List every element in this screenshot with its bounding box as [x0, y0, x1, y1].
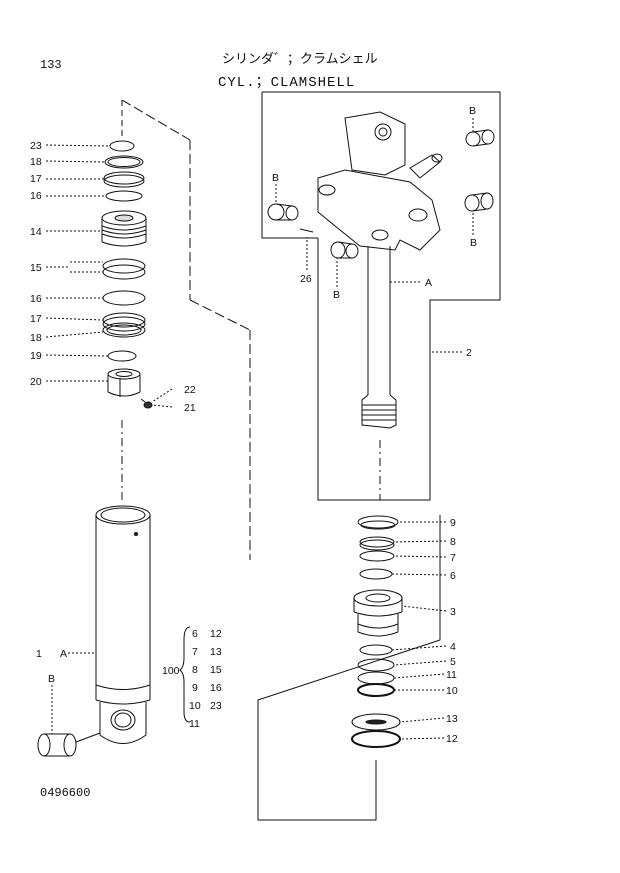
title-english: CYL.；CLAMSHELL — [218, 75, 356, 91]
bushing-b-mid-right — [464, 192, 494, 212]
kit-row-4-a: 9 — [192, 682, 198, 694]
callout-3: 3 — [450, 606, 456, 618]
part-10-oring — [357, 683, 395, 697]
part-3-gland — [353, 589, 403, 637]
kit-row-1-b: 12 — [210, 628, 222, 640]
callout-labels: 23 18 17 16 14 15 16 17 18 19 20 22 21 1… — [30, 105, 477, 745]
leader-lines — [45, 118, 474, 740]
left-frame-lines — [121, 99, 251, 560]
kit-row-2-a: 7 — [192, 646, 198, 658]
part-19-washer — [107, 350, 137, 362]
part-16-ring-lower — [102, 290, 146, 306]
bushing-b-top-right — [465, 129, 495, 147]
callout-23: 23 — [30, 140, 42, 152]
kit-row-2-b: 13 — [210, 646, 222, 658]
callout-b-mid-right: B — [470, 237, 477, 249]
part-12-oring — [351, 730, 401, 748]
page-number: 133 — [40, 58, 62, 72]
kit-label: 100 — [162, 665, 180, 677]
kit-row-1-a: 6 — [192, 628, 198, 640]
callout-9: 9 — [450, 517, 456, 529]
callout-22: 22 — [184, 384, 196, 396]
title-japanese: シリンダ゛；クラムシェル — [222, 52, 378, 67]
callout-17: 17 — [30, 173, 42, 185]
callout-18-lower: 18 — [30, 332, 42, 344]
part-21-set-screw — [140, 398, 153, 409]
callout-b-left: B — [48, 673, 55, 685]
drawing-code: 0496600 — [40, 786, 91, 800]
kit-row-3-b: 15 — [210, 664, 222, 676]
part-16-ring — [105, 190, 143, 202]
callout-6: 6 — [450, 570, 456, 582]
callout-13: 13 — [446, 713, 458, 725]
kit-row-6-a: 11 — [189, 718, 200, 730]
part-8-ring — [359, 536, 395, 548]
part-4-ring — [359, 644, 393, 656]
kit-row-4-b: 16 — [210, 682, 222, 694]
part-9-wiper — [357, 515, 399, 529]
part-23-ring — [109, 140, 135, 152]
right-frame-lines — [257, 91, 501, 821]
part-15-ring — [102, 258, 146, 280]
callout-14: 14 — [30, 226, 42, 238]
callout-16: 16 — [30, 190, 42, 202]
callout-2: 2 — [466, 347, 472, 359]
bushing-b-left-upper — [267, 203, 299, 221]
callout-b-lower-left: B — [333, 289, 340, 301]
kit-row-5-a: 10 — [189, 700, 201, 712]
callout-17-lower: 17 — [30, 313, 42, 325]
callout-18: 18 — [30, 156, 42, 168]
callout-15: 15 — [30, 262, 42, 274]
part-14-piston — [101, 210, 147, 247]
callout-b-top-right: B — [469, 105, 476, 117]
callout-12: 12 — [446, 733, 458, 745]
piston-rod-assembly — [299, 111, 443, 429]
part-7-ring — [359, 550, 395, 562]
part-11-ring — [357, 671, 395, 685]
kit-brace — [179, 626, 191, 723]
callout-4: 4 — [450, 641, 456, 653]
callout-b-upper-left: B — [272, 172, 279, 184]
callout-a-right: A — [425, 277, 432, 289]
cylinder-tube — [95, 505, 151, 744]
callout-5: 5 — [450, 656, 456, 668]
callout-19: 19 — [30, 350, 42, 362]
part-17-18-rings — [102, 312, 146, 338]
bushing-b-left-lower — [330, 241, 359, 259]
bushing-b-left — [37, 732, 101, 757]
kit-row-3-a: 8 — [192, 664, 198, 676]
part-6-ring — [359, 568, 393, 580]
left-seal-stack — [101, 140, 153, 500]
callout-11: 11 — [446, 669, 457, 681]
gland-parts — [351, 515, 403, 748]
callout-20: 20 — [30, 376, 42, 388]
kit-row-5-b: 23 — [210, 700, 222, 712]
part-18-ring — [104, 155, 144, 169]
part-17-ring — [103, 171, 145, 185]
callout-1: 1 — [36, 648, 42, 660]
part-20-nut — [107, 368, 141, 397]
callout-16-lower: 16 — [30, 293, 42, 305]
callout-21: 21 — [184, 402, 196, 414]
callout-a-left: A — [60, 648, 67, 660]
callout-10: 10 — [446, 685, 458, 697]
callout-8: 8 — [450, 536, 456, 548]
callout-7: 7 — [450, 552, 456, 564]
callout-26: 26 — [300, 273, 312, 285]
